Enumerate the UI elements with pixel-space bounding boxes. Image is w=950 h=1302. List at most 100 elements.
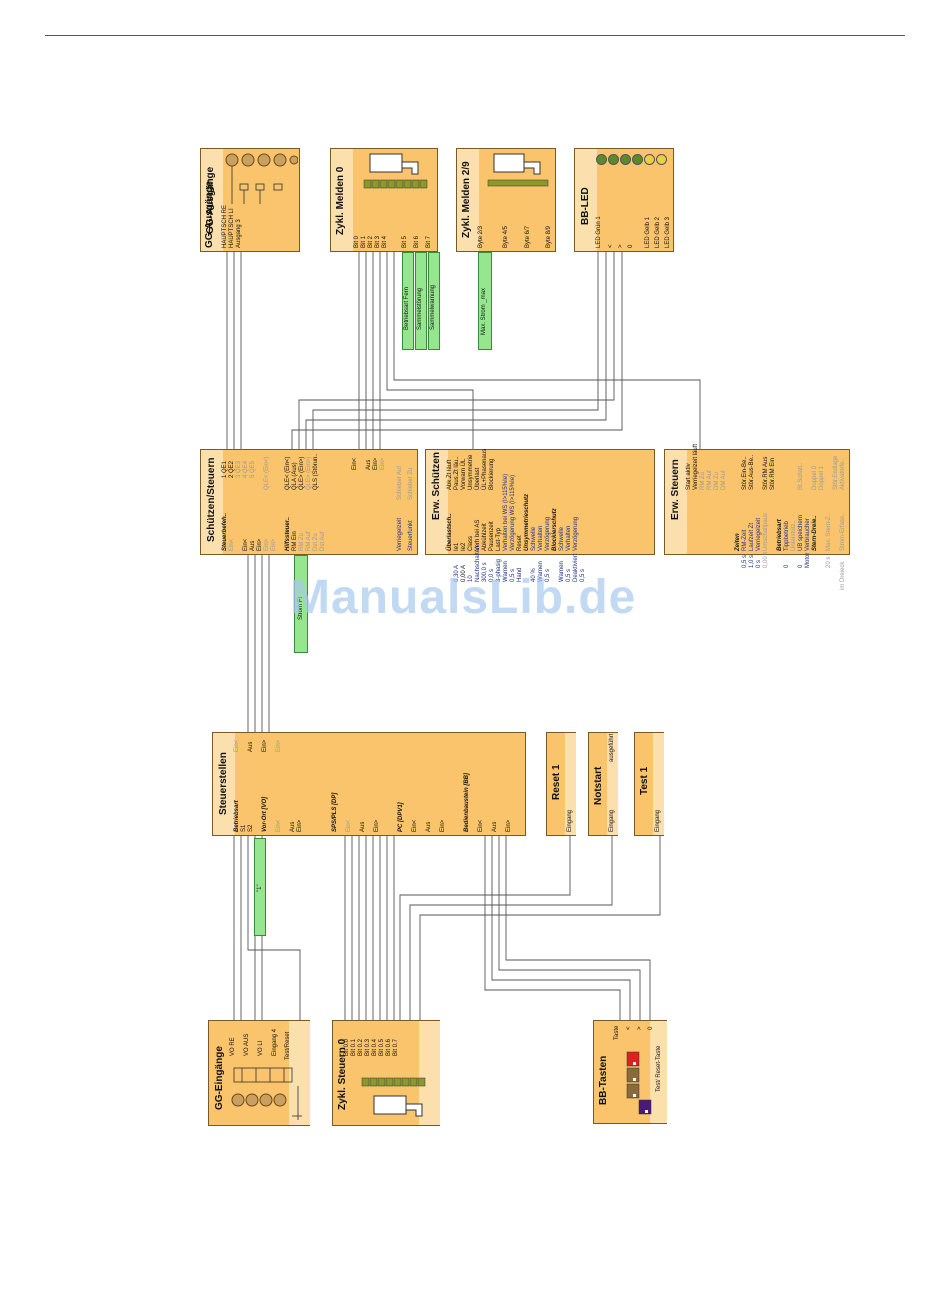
erw-schuetzen-mid-4: Abkühlzeit [482, 523, 488, 551]
schuetzen-footer-1: Steuerfunkt [408, 520, 414, 551]
steuerstellen-block[interactable] [212, 732, 526, 836]
led-green-icon-2 [608, 154, 619, 165]
steuerstellen-left-2: Ein< [276, 819, 282, 832]
steuerstellen-left-8: Ein< [412, 819, 418, 832]
erw-schuetzen-mid-6: Last-Typ [496, 527, 502, 551]
led-green-icon-4 [632, 154, 643, 165]
erw-steuern-left-1: 0,5 s [742, 554, 748, 568]
steuerstellen-section-0: Betriebsart [234, 800, 240, 832]
reset1-block[interactable] [546, 732, 576, 836]
erw-steuern-mid-8: Max. Stern-Z.. [826, 512, 832, 551]
zykl-melden0-bit-0: Bit 0 [354, 235, 360, 248]
notstart-title: Notstart [593, 766, 604, 805]
gg-eingaenge-title: GG-Eingänge [214, 1046, 225, 1110]
gg-eingaenge-block[interactable] [208, 1020, 310, 1126]
green-max-strom [478, 252, 492, 350]
steuerstellen-right-2: Ein> [262, 739, 268, 752]
bb-led-label-2: > [618, 244, 624, 248]
erw-schuetzen-right-3: Unsymmetrie [468, 454, 474, 490]
erw-steuern-left-4: 0,00 s [763, 551, 769, 568]
keypad-icon [625, 1050, 655, 1125]
schuetzen-right-0: 1 QE1 [222, 460, 228, 478]
erw-schuetzen-block[interactable] [425, 449, 655, 555]
erw-schuetzen-right-1: Paus.Zt läu.. [454, 456, 460, 490]
led-yellow-icon-2 [656, 154, 667, 165]
zykl-steuern0-bit-0: Bit 0.0 [344, 1038, 350, 1056]
erw-schuetzen-mid-13: Verzögerung [545, 516, 551, 551]
notstart-block[interactable] [588, 732, 618, 836]
bb-led-block[interactable] [574, 148, 674, 252]
schuetzen-left-4: Ein> [257, 538, 263, 551]
steuerstellen-section-4: Bedienbaustein [BB] [464, 772, 470, 832]
relay-output-icon [222, 152, 299, 212]
test1-block[interactable] [634, 732, 664, 836]
reset1-title: Reset 1 [551, 764, 562, 800]
erw-schuetzen-mid-1: Ie2 [461, 542, 467, 551]
erw-steuern-right-14: Aktivatorfe.. [840, 458, 846, 490]
schuetzen-right-13: Ein> [373, 457, 379, 470]
erw-steuern-right-1: Verriegelzeit läuft [693, 443, 699, 490]
erw-steuern-mid-3: Umschaltpaus [763, 512, 769, 551]
steuerstellen-left-7: Ein> [374, 819, 380, 832]
green-betriebsart-fern [402, 252, 414, 350]
test1-title: Test 1 [639, 766, 650, 795]
schuetzen-right-14: Ein> [380, 457, 386, 470]
erw-steuern-right-10: Bt.Schalt.. [798, 462, 804, 490]
gg-eingaenge-label-0: VO RE [230, 1037, 236, 1056]
erw-schuetzen-left-0: Überlastsch.. [447, 513, 453, 551]
steuerstellen-section-2: SPS/PLS [DP] [332, 792, 338, 832]
erw-schuetzen-mid-10: Unsymmetrieschutz [524, 493, 530, 551]
erw-schuetzen-right-0: Abk.Zt läuft [447, 459, 453, 490]
gg-ausgaenge-title: GG-Ausgänge [205, 166, 216, 234]
erw-schuetzen-mid-14: Blockierschutz [552, 508, 558, 551]
schuetzen-right-8: QLE> (Ein>) [299, 456, 305, 490]
schuetzen-footer-0: Verriegelzeit [397, 517, 403, 551]
erw-schuetzen-right-2: Vorwarn ÜL [461, 458, 467, 490]
erw-steuern-left-2: 1,0 s [749, 554, 755, 568]
erw-schuetzen-right-6: Blockierung [489, 458, 495, 490]
zykl-steuern0-bit-5: Bit 0.5 [379, 1038, 385, 1056]
schuetzen-right-1: 2 QE2 [229, 460, 235, 478]
schuetzen-right-2: 3 QE3 [236, 460, 242, 478]
green-const-1 [254, 838, 266, 936]
erw-steuern-right-2: RM Zu [700, 472, 706, 490]
test1-label: Eingang [655, 809, 661, 832]
erw-schuetzen-mid-12: Verhalten [538, 525, 544, 551]
bb-led-label-0: LED Grün 1 [596, 216, 602, 248]
schuetzen-right-10: QLS (Störun.. [313, 453, 319, 490]
bb-tasten-label-2: > [637, 1026, 643, 1030]
steuerstellen-left-1: S2 [248, 824, 254, 832]
zykl-melden0-title: Zykl. Melden 0 [335, 166, 346, 235]
schuetzen-left-11: Dst Zu [313, 533, 319, 551]
schuetzen-steuern-block[interactable] [200, 449, 418, 555]
steuerstellen-left-9: Aus [426, 821, 432, 832]
schuetzen-left-12: Dst Auf [320, 531, 326, 551]
schuetzen-right-16: Schieber Zu [408, 467, 414, 500]
erw-steuern-mid-7: Verbraucher [805, 518, 811, 551]
steuerstellen-section-1: Vor-Ort [VO] [262, 796, 268, 832]
erw-steuern-left-3: 0 s [756, 559, 762, 568]
melden29-label-2: Byte 6/7 [525, 225, 531, 248]
erw-schuetzen-mid-17: Verzögerung [573, 516, 579, 551]
steuerstellen-left-12: Aus [492, 821, 498, 832]
zykl-melden0-bit-7: Bit 7 [426, 235, 432, 248]
erw-steuern-mid-9: Strom-Erfass.. [840, 512, 846, 551]
schuetzen-left-3: Aus [250, 540, 256, 551]
erw-steuern-mid-1: Laufzeit Zt [749, 522, 755, 551]
led-yellow-icon [644, 154, 655, 165]
erw-steuern-right-7: Stör.Aus-Be.. [749, 454, 755, 490]
erw-schuetzen-mid-2: Class [468, 535, 474, 551]
gg-eingaenge-label-3: Eingang 4 [272, 1028, 278, 1056]
bb-led-label-5: LED Gelb 2 [655, 216, 661, 248]
zykl-melden0-bit-2: Bit 2 [368, 235, 374, 248]
erw-steuern-block[interactable] [664, 449, 850, 555]
erw-steuern-right-0: Start aktiv [686, 463, 692, 490]
schuetzen-right-4: 5 QE5 [250, 460, 256, 478]
zykl-melden0-bit-1: Bit 1 [361, 235, 367, 248]
bus-telegram-icon-2 [484, 152, 554, 199]
steuerstellen-left-6: Aus [360, 821, 366, 832]
schuetzen-right-7: QLA (Aus) [292, 462, 298, 490]
steuerstellen-left-4: Ein> [297, 819, 303, 832]
melden29-label-1: Byte 4/5 [503, 225, 509, 248]
melden29-label-0: Byte 2/3 [478, 225, 484, 248]
